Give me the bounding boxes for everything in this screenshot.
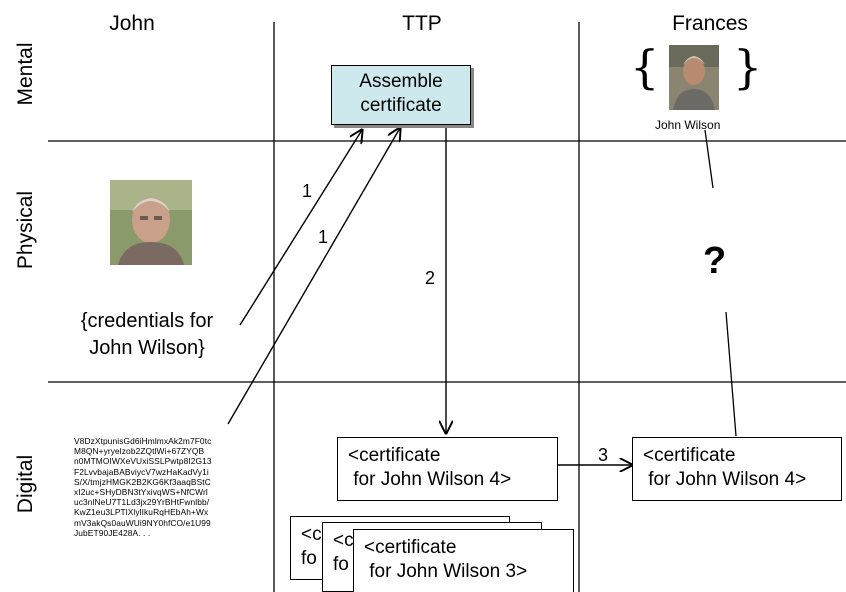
stack-back2-line2: fo — [301, 548, 317, 569]
arrow-credentials-to-assemble — [239, 130, 362, 326]
credentials-line2: John Wilson} — [89, 337, 205, 359]
portrait-image — [110, 180, 192, 265]
credentials-line1: {credentials for — [80, 310, 214, 332]
row-header-physical: Physical — [14, 190, 37, 270]
frances-mental-caption: John Wilson — [655, 118, 721, 132]
ttp-cert-line1: <certificate — [348, 445, 441, 466]
credentials-text: {credentials for John Wilson} — [62, 308, 232, 362]
column-header-ttp: TTP — [402, 12, 442, 35]
stack-front-line1: <certificate — [364, 537, 457, 558]
line-mental-to-question — [704, 129, 714, 189]
column-header-john: John — [109, 12, 155, 35]
john-photo — [110, 180, 192, 265]
mental-portrait-image — [669, 45, 719, 110]
frances-cert-line2: for John Wilson 4> — [643, 469, 807, 490]
question-mark: ? — [703, 240, 727, 282]
stack-back2-line1: <c — [301, 524, 322, 545]
arrow-label-1a: 1 — [302, 181, 313, 201]
assemble-certificate-box: Assemble certificate — [331, 65, 471, 125]
arrow-label-3: 3 — [598, 445, 609, 465]
frances-mental-photo — [669, 45, 719, 110]
digital-credential-blob: V8DzXtpunisGd6iHmlmxAk2m7F0tc M8QN+yryel… — [74, 436, 212, 538]
assemble-line2: certificate — [360, 95, 442, 116]
row-header-mental: Mental — [14, 42, 37, 106]
arrow-digital-to-assemble — [227, 128, 400, 425]
arrow-label-2: 2 — [425, 268, 436, 288]
right-brace-icon: } — [733, 40, 763, 94]
stack-back1-line1: <c — [333, 530, 354, 551]
line-question-to-cert — [725, 311, 737, 437]
stack-back1-line2: fo — [333, 554, 349, 575]
left-brace-icon: { — [630, 40, 660, 94]
row-header-digital: Digital — [14, 454, 37, 514]
ttp-cert-line2: for John Wilson 4> — [348, 469, 512, 490]
assemble-line1: Assemble — [359, 71, 443, 92]
frances-cert-line1: <certificate — [643, 445, 736, 466]
stack-front-line2: for John Wilson 3> — [364, 561, 528, 582]
column-header-frances: Frances — [672, 12, 748, 35]
arrow-label-1b: 1 — [318, 227, 329, 247]
frances-certificate-box: <certificate for John Wilson 4> — [632, 437, 842, 501]
ttp-certificate-box: <certificate for John Wilson 4> — [337, 437, 558, 501]
stacked-certificate-front: <certificate for John Wilson 3> — [353, 529, 574, 592]
